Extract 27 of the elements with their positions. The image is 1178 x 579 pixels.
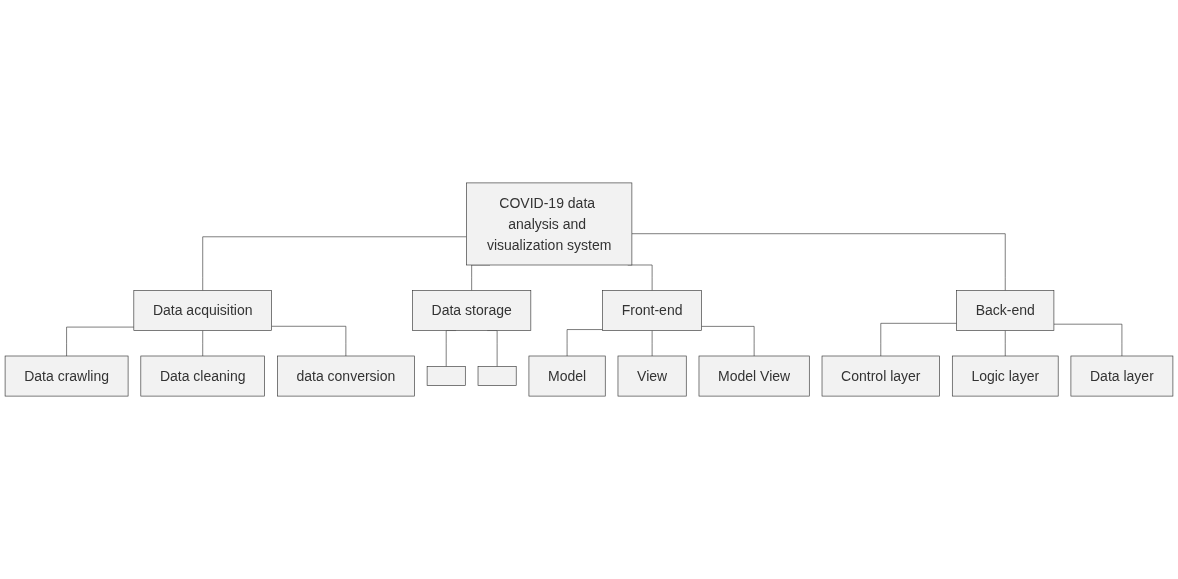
connector [202,236,467,291]
node-box: Data layer [1070,355,1174,397]
node-box: Control layer [821,355,940,397]
node-box [477,366,517,386]
connector [202,330,204,357]
connector [651,330,653,357]
connector [1004,330,1006,357]
node-box: Logic layer [951,355,1059,397]
node-box: Model View [698,355,810,397]
node-box: Back-end [956,290,1055,331]
node-box: Data storage [412,290,532,331]
node-box [426,366,466,386]
node-box: COVID-19 data analysis and visualization system [466,182,633,266]
node-box: Data crawling [4,355,129,397]
node-box: data conversion [277,355,415,397]
node-box: Front-end [602,290,702,331]
connector [880,323,957,357]
connector [566,329,603,357]
node-box: Data acquisition [133,290,272,331]
connector [66,326,135,357]
connector [1053,323,1123,357]
node-box: View [617,355,687,397]
node-box: Data cleaning [140,355,265,397]
node-box: Model [528,355,606,397]
connector [701,326,755,357]
connector [631,233,1006,291]
connector [271,325,347,357]
